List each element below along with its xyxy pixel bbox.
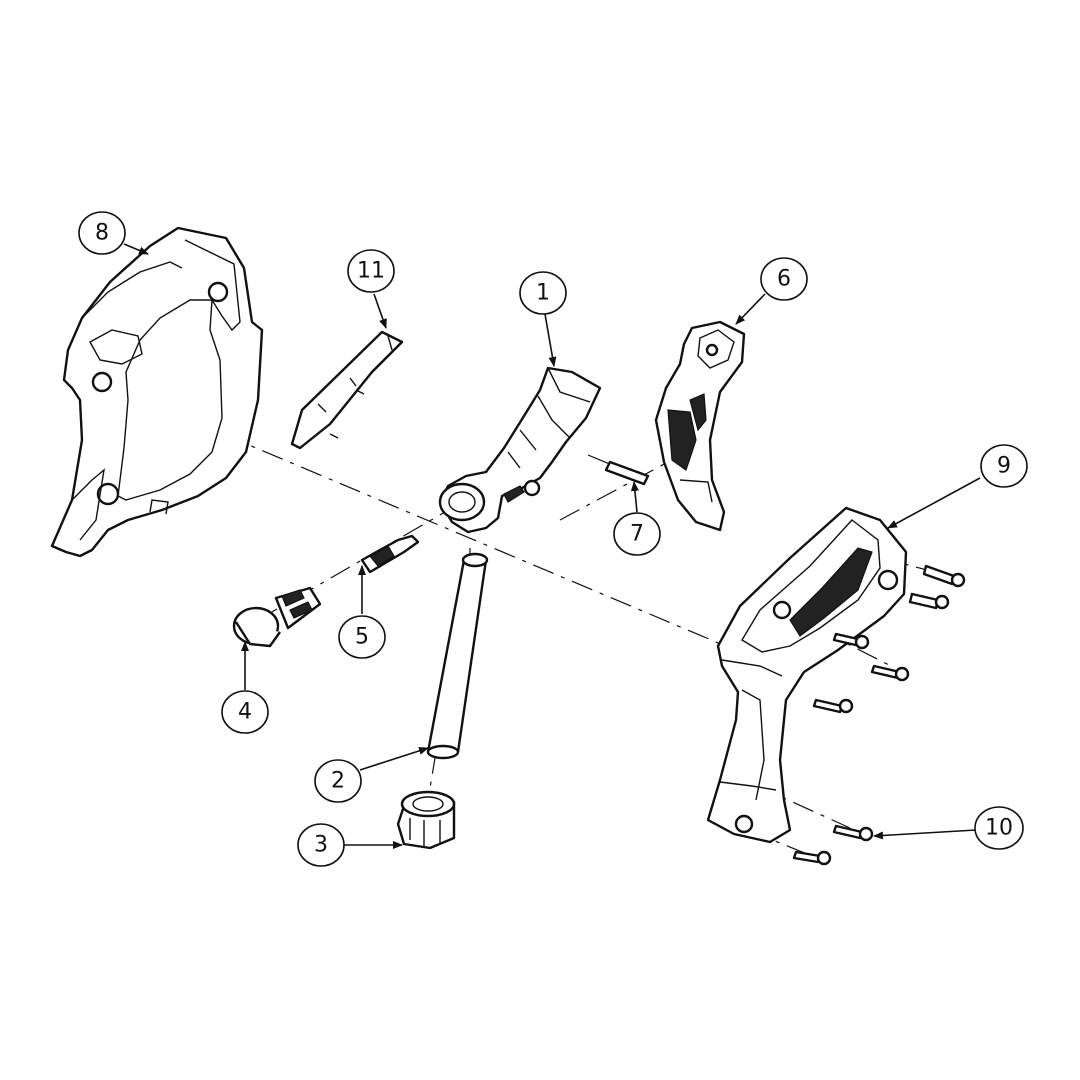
part-10-screws: [792, 564, 966, 866]
part-3-nut: [396, 790, 456, 850]
callout-8: 8: [78, 211, 126, 255]
leader-10: [873, 829, 977, 840]
callout-label: 4: [238, 700, 252, 725]
callout-label: 5: [355, 625, 369, 650]
leader-7: [630, 481, 639, 513]
part-9-right-housing: [706, 506, 908, 844]
part-2-tube: [426, 552, 489, 760]
callout-6: 6: [760, 257, 808, 301]
leader-2: [359, 746, 429, 771]
callout-4: 4: [221, 690, 269, 734]
callout-5: 5: [338, 615, 386, 659]
leader-11: [373, 293, 387, 329]
part-4-plug: [232, 586, 322, 648]
callout-label: 6: [777, 267, 791, 292]
callout-label: 11: [357, 259, 385, 284]
callout-label: 10: [985, 816, 1013, 841]
callout-label: 9: [997, 454, 1011, 479]
callout-label: 1: [536, 281, 550, 306]
callout-9: 9: [980, 444, 1028, 488]
callout-label: 7: [630, 522, 644, 547]
callout-label: 8: [95, 221, 109, 246]
leader-1: [544, 313, 557, 367]
callout-7: 7: [613, 512, 661, 556]
callout-1: 1: [519, 271, 567, 315]
callout-11: 11: [347, 249, 395, 293]
part-11-plate: [290, 330, 404, 450]
callout-3: 3: [297, 823, 345, 867]
part-8-left-housing: [50, 226, 264, 558]
leader-9: [887, 477, 981, 529]
callouts: 1 2 3 4 5 6 7 8: [78, 211, 1028, 867]
leader-6: [735, 293, 766, 325]
part-7-pin: [604, 460, 650, 486]
callout-2: 2: [314, 759, 362, 803]
callout-10: 10: [974, 806, 1024, 850]
part-6-trigger: [654, 320, 746, 532]
leader-8: [123, 243, 149, 255]
callout-label: 3: [314, 833, 328, 858]
leader-lines: [123, 243, 981, 849]
callout-label: 2: [331, 769, 345, 794]
part-5-valve-stem: [360, 534, 420, 574]
part-1-valve-body: [438, 366, 602, 534]
